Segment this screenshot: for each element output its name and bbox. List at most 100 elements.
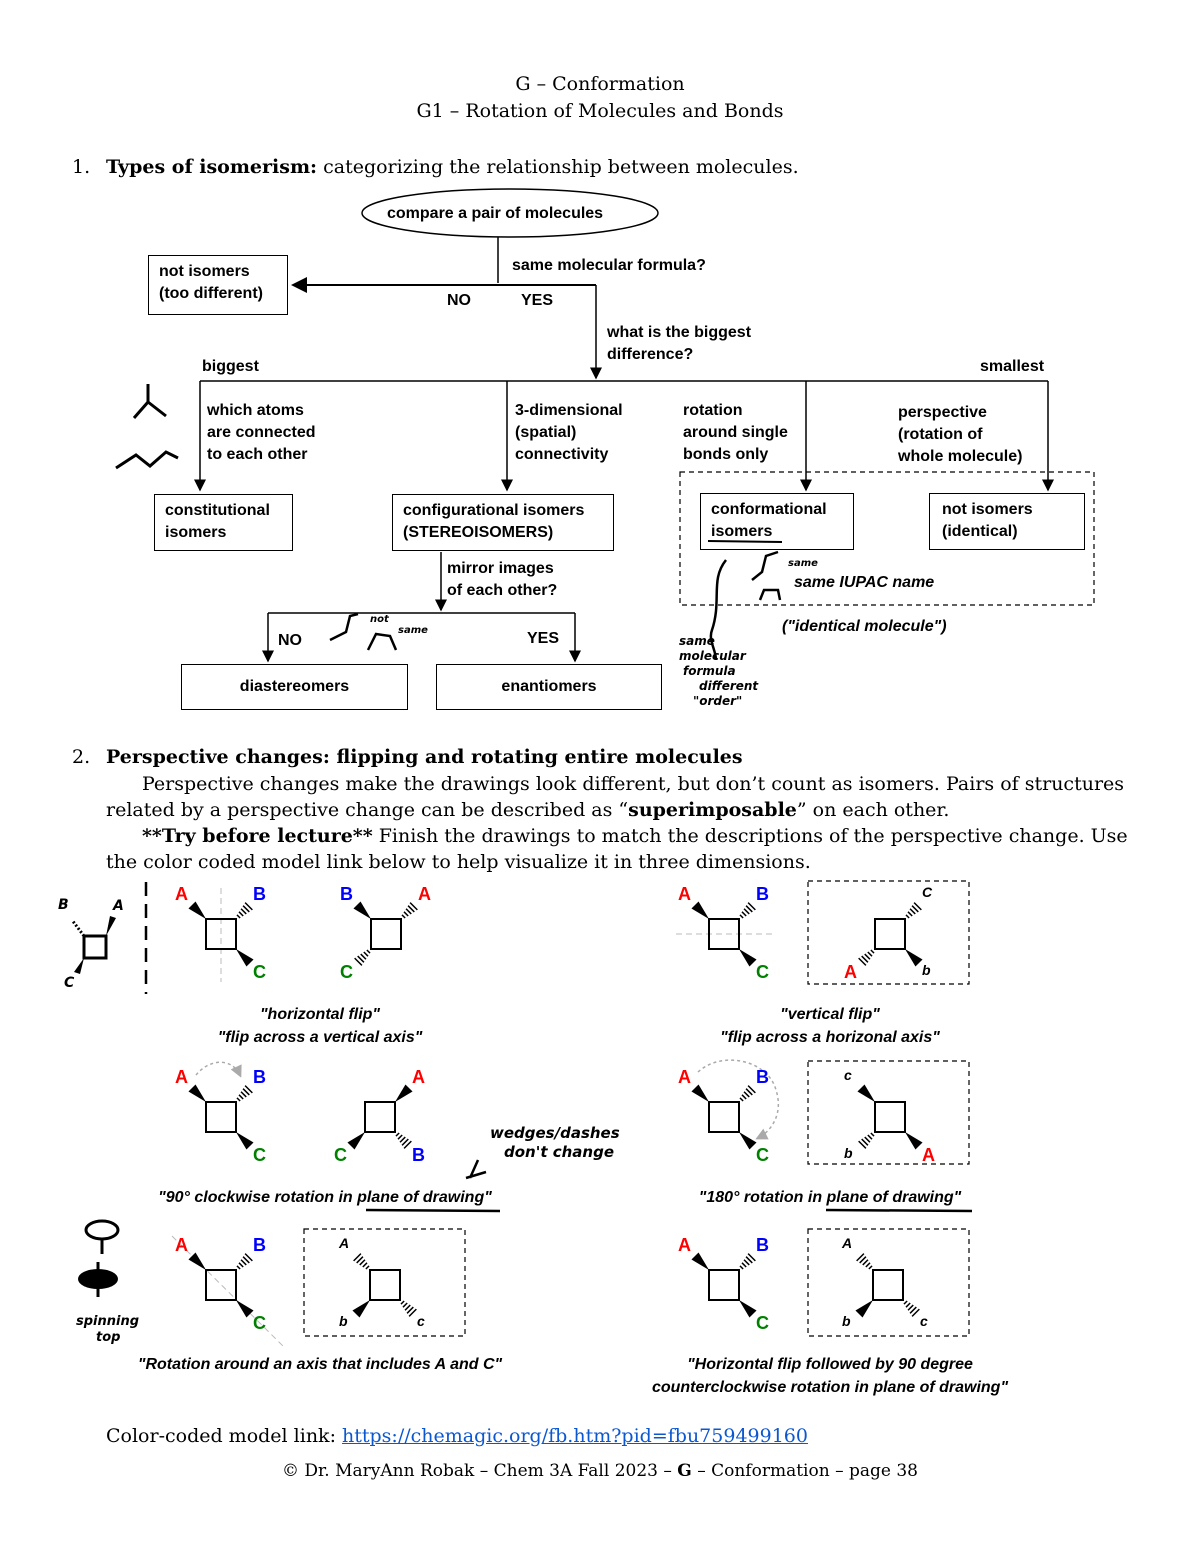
branch3-line3: bonds only bbox=[683, 446, 769, 463]
mol-180-answer-atom-b_lower: b bbox=[844, 1145, 853, 1161]
model-link-label: Color-coded model link: bbox=[106, 1425, 343, 1447]
section2-p1b-pre: related by a perspective change can be d… bbox=[106, 799, 629, 821]
branch3-line2: around single bbox=[683, 424, 788, 441]
section2-p2-bold: **Try before lecture** bbox=[142, 825, 373, 847]
identical-molecule-label: ("identical molecule") bbox=[782, 618, 947, 635]
mol-hflip-result bbox=[353, 901, 418, 966]
mol-axis-original-atom-c: C bbox=[253, 1313, 266, 1333]
constitutional-line2: isomers bbox=[165, 524, 227, 541]
q1-label: same molecular formula? bbox=[512, 257, 706, 274]
mol-hflip-original bbox=[188, 901, 254, 967]
hand-atom-c: C bbox=[64, 975, 75, 991]
start-ellipse bbox=[361, 188, 659, 238]
mol-axis-answer-atom-a: A bbox=[339, 1235, 350, 1251]
caption-horizontal-flip: "horizontal flip" bbox=[259, 1006, 381, 1023]
same-iupac-label: same IUPAC name bbox=[794, 574, 935, 591]
yes-label: YES bbox=[521, 292, 554, 309]
mol-axis-answer-atom-c_lower: c bbox=[417, 1313, 425, 1329]
section2-p1b-bold: superimposable bbox=[628, 799, 797, 821]
mol-vflip-original-atom-a: A bbox=[678, 884, 691, 904]
section2-number: 2. bbox=[72, 746, 91, 768]
mol-vflip-answer bbox=[858, 902, 923, 967]
conformational-line2: isomers bbox=[711, 523, 773, 540]
no-label: NO bbox=[447, 292, 471, 309]
constitutional-line1: constitutional bbox=[165, 502, 270, 519]
note-same-a: same bbox=[398, 625, 428, 636]
section1-number: 1. bbox=[72, 156, 91, 178]
branch3-line1: rotation bbox=[683, 402, 743, 419]
identical-line2: (identical) bbox=[942, 523, 1018, 540]
mol-axis-original-atom-b: B bbox=[253, 1235, 266, 1255]
section2-p1b-post: ” on each other. bbox=[796, 799, 950, 821]
mol-180-original-atom-c: C bbox=[756, 1145, 769, 1165]
mol-fliprot-answer bbox=[855, 1253, 920, 1318]
answer-box-axis-rotation bbox=[303, 1228, 466, 1337]
mol-fliprot-answer-atom-b_lower: b bbox=[842, 1313, 851, 1329]
configurational-line1: configurational isomers bbox=[403, 502, 585, 519]
diastereomers-label: diastereomers bbox=[239, 678, 350, 695]
mol-90-result bbox=[347, 1084, 413, 1150]
mol-180-original-atom-a: A bbox=[678, 1067, 691, 1087]
configurational-line2: (STEREOISOMERS) bbox=[403, 524, 554, 541]
start-label: compare a pair of molecules bbox=[387, 205, 604, 222]
rotation-arrow-90 bbox=[195, 1061, 242, 1078]
section1-heading: Types of isomerism: bbox=[106, 156, 318, 178]
page-subtitle: G1 – Rotation of Molecules and Bonds bbox=[416, 100, 784, 122]
model-link[interactable]: https://chemagic.org/fb.htm?pid=fbu75949… bbox=[342, 1425, 808, 1447]
mol-180-original bbox=[691, 1084, 757, 1150]
hand-note-3: formula bbox=[683, 664, 736, 678]
section2-p2a: **Try before lecture** Finish the drawin… bbox=[142, 823, 1128, 849]
mol-90-result-atom-a: A bbox=[412, 1067, 425, 1087]
branch1-line1: which atoms bbox=[207, 402, 304, 419]
branch4-line1: perspective bbox=[898, 404, 987, 421]
mol-180-original-atom-b: B bbox=[756, 1067, 769, 1087]
no2-label: NO bbox=[278, 632, 302, 649]
note-same: same bbox=[788, 558, 818, 569]
biggest-label: biggest bbox=[202, 358, 259, 375]
branched-skeleton-sketch bbox=[132, 384, 167, 419]
branch1-line3: to each other bbox=[207, 446, 308, 463]
caption-flip-rotate-1: "Horizontal flip followed by 90 degree bbox=[687, 1356, 973, 1373]
answer-box-vertical-flip bbox=[807, 880, 970, 985]
configurational-box: configurational isomers (STEREOISOMERS) bbox=[392, 494, 614, 551]
conformational-line1: conformational bbox=[711, 501, 827, 518]
mol-axis-answer bbox=[352, 1253, 417, 1318]
section2-p2b: the color coded model link below to help… bbox=[106, 851, 811, 873]
mirror-line2: of each other? bbox=[447, 582, 558, 599]
mol-fliprot-original bbox=[691, 1252, 757, 1318]
yes2-label: YES bbox=[527, 630, 560, 647]
smallest-label: smallest bbox=[980, 358, 1045, 375]
hand-note-1: same bbox=[679, 634, 715, 648]
model-link-line: Color-coded model link: https://chemagic… bbox=[106, 1423, 808, 1449]
page-title: G – Conformation bbox=[515, 73, 685, 95]
identical-line1: not isomers bbox=[942, 501, 1033, 518]
mol-hflip-result-atom-b: B bbox=[340, 884, 353, 904]
chain-skeleton-sketch bbox=[115, 450, 179, 470]
mol-vflip-original bbox=[691, 901, 757, 967]
caption-vertical-flip-desc: "flip across a horizonal axis" bbox=[720, 1029, 940, 1046]
handwritten-note-formula: same molecular formula different "order" bbox=[679, 634, 758, 709]
note-wedges-line1: wedges/dashes bbox=[490, 1124, 620, 1142]
spinning-top-sketch-upper bbox=[84, 1219, 120, 1241]
mol-fliprot-original-atom-a: A bbox=[678, 1235, 691, 1255]
mol-90-original-atom-b: B bbox=[253, 1067, 266, 1087]
mol-fliprot-answer-atom-c_lower: c bbox=[920, 1313, 928, 1329]
mol-hflip-original-atom-c: C bbox=[253, 962, 266, 982]
hand-note-5: "order" bbox=[693, 694, 743, 708]
branch1-line2: are connected bbox=[207, 424, 316, 441]
note-spinning-line1: spinning bbox=[76, 1314, 140, 1329]
mol-90-result-atom-c: C bbox=[334, 1145, 347, 1165]
rotation-arrow-180 bbox=[697, 1059, 779, 1140]
mol-vflip-answer-atom-b_lower: b bbox=[922, 962, 931, 978]
mol-vflip-answer-atom-a: A bbox=[844, 962, 857, 982]
mol-vflip-original-atom-b: B bbox=[756, 884, 769, 904]
constitutional-box: constitutional isomers bbox=[154, 494, 293, 551]
not-isomers-line1: not isomers bbox=[159, 263, 250, 280]
caption-axis-rotation: "Rotation around an axis that includes A… bbox=[137, 1356, 503, 1373]
footer-pre: © Dr. MaryAnn Robak – Chem 3A Fall 2023 … bbox=[282, 1461, 678, 1481]
mol-fliprot-answer-atom-a: A bbox=[842, 1235, 853, 1251]
section2-p1b: related by a perspective change can be d… bbox=[106, 797, 949, 823]
